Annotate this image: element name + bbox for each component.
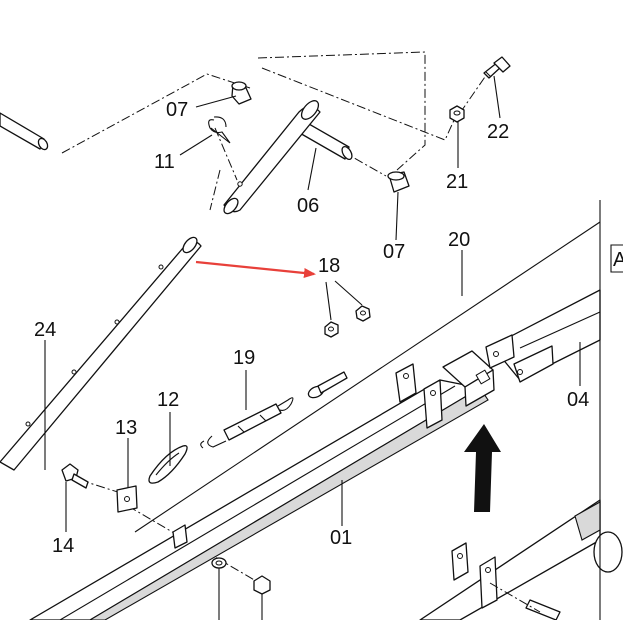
part-14-bolt: [61, 463, 89, 489]
label-07-upper: 07: [166, 99, 188, 121]
part-19-turnbuckle: [200, 397, 294, 449]
lower-frame-section: [419, 499, 623, 620]
part-24-long-rod: [0, 236, 202, 471]
label-07-lower: 07: [383, 241, 405, 263]
label-22: 22: [487, 121, 509, 143]
label-21: 21: [446, 171, 468, 193]
direction-arrow-up: [464, 424, 501, 512]
label-14: 14: [52, 535, 74, 557]
part-07-bushing-lower: [387, 171, 410, 193]
leader-lines: [44, 75, 581, 532]
label-06: 06: [297, 195, 319, 217]
label-11: 11: [154, 151, 175, 173]
bottom-washer-nut: [211, 557, 271, 620]
edge-view-box: [599, 200, 623, 620]
label-19: 19: [233, 347, 255, 369]
clevis-pin: [307, 371, 348, 399]
part-18-nuts: [324, 280, 371, 338]
label-24: 24: [34, 319, 56, 341]
part-13-plate: [116, 485, 138, 513]
tube-stub: [0, 112, 49, 151]
label-18: 18: [318, 255, 340, 277]
part-04-extension: [485, 289, 601, 383]
label-13: 13: [115, 417, 137, 439]
part-07-bushing-upper: [231, 81, 252, 105]
label-12: 12: [157, 389, 179, 411]
part-12-snap-hook: [148, 445, 188, 484]
label-01: 01: [330, 527, 352, 549]
part-20-beam: [134, 221, 601, 533]
part-11-linch-pin: [208, 116, 231, 144]
part-22-bolt: [483, 56, 511, 79]
red-pointer-arrow: [195, 260, 316, 278]
callout-labels: 07 11 06 07 21 22 20 18 24 19 12 13 04 0…: [34, 99, 623, 557]
label-04: 04: [567, 389, 589, 411]
part-01-frame-channel: [29, 350, 495, 620]
part-06-t-tube: [223, 100, 353, 215]
label-edge-a: A: [613, 249, 623, 271]
part-21-nut: [449, 105, 465, 123]
label-20: 20: [448, 229, 470, 251]
